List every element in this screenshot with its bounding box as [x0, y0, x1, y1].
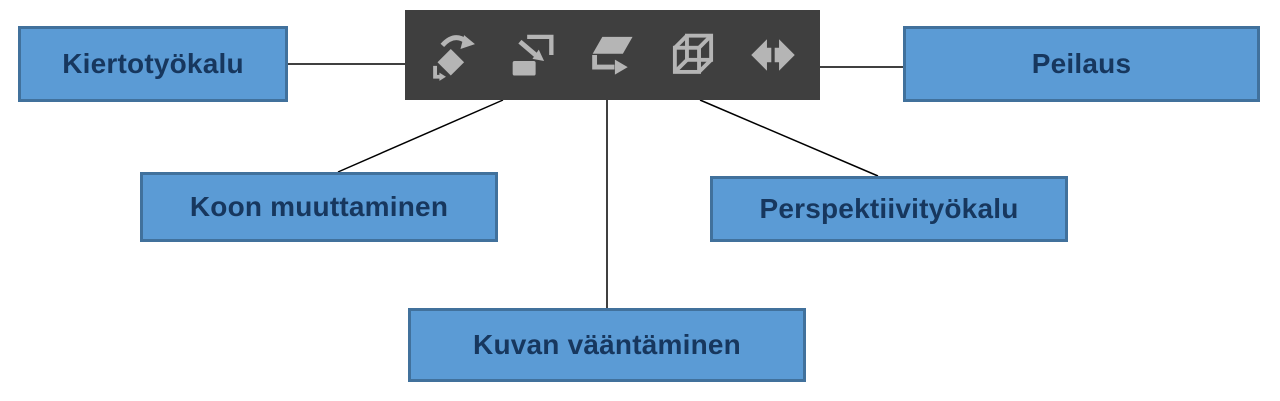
shear-tool-icon	[592, 36, 634, 75]
label-scale-tool: Koon muuttaminen	[140, 172, 498, 242]
perspective-tool-icon	[672, 33, 713, 74]
label-shear-tool: Kuvan vääntäminen	[408, 308, 806, 382]
shear-tool-button[interactable]	[579, 22, 645, 88]
connector-line-perspective	[699, 99, 879, 177]
rotate-tool-icon	[433, 35, 476, 81]
connector-line-scale	[337, 99, 504, 173]
label-scale-tool-text: Koon muuttaminen	[189, 191, 449, 222]
label-perspective-tool-text: Perspektiivityökalu	[759, 193, 1019, 224]
flip-tool-button[interactable]	[740, 22, 806, 88]
scale-tool-button[interactable]	[499, 22, 565, 88]
label-flip-tool: Peilaus	[903, 26, 1260, 102]
label-rotate-tool-text: Kiertotyökalu	[62, 48, 244, 79]
rotate-tool-button[interactable]	[419, 22, 485, 88]
transform-toolbar	[405, 10, 820, 100]
flip-tool-icon	[751, 39, 795, 71]
label-perspective-tool: Perspektiivityökalu	[710, 176, 1068, 242]
scale-tool-icon	[512, 34, 554, 76]
label-shear-tool-text: Kuvan vääntäminen	[473, 329, 741, 360]
label-rotate-tool: Kiertotyökalu	[18, 26, 288, 102]
label-flip-tool-text: Peilaus	[1031, 48, 1132, 79]
perspective-tool-button[interactable]	[660, 22, 726, 88]
